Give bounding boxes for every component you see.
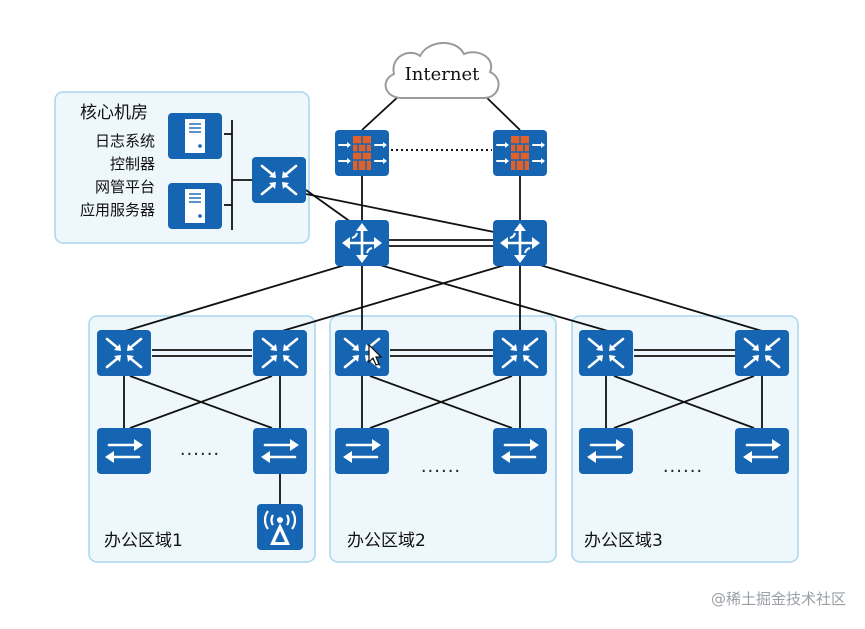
aggregation-switch-icon xyxy=(333,328,391,378)
core-room-line-1: 日志系统 xyxy=(95,132,155,150)
region-label-3: 办公区域3 xyxy=(584,531,663,551)
internet-cloud: Internet xyxy=(384,42,500,99)
office-zone-3 xyxy=(571,315,799,563)
server-icon xyxy=(167,112,223,160)
core-room-line-3: 网管平台 xyxy=(95,178,155,196)
cloud-icon xyxy=(384,42,500,99)
office-zone-1 xyxy=(88,315,316,563)
server-icon xyxy=(167,182,223,230)
aggregation-switch-icon xyxy=(577,328,635,378)
watermark: @稀土掘金技术社区 xyxy=(711,590,846,608)
more-devices-ellipsis: ...... xyxy=(180,439,220,460)
mouse-cursor-icon xyxy=(368,343,383,366)
router-icon xyxy=(333,218,391,268)
core-room-zone xyxy=(54,91,310,244)
core-room-line-2: 控制器 xyxy=(110,155,155,173)
aggregation-switch-icon xyxy=(733,328,791,378)
more-devices-ellipsis: ...... xyxy=(663,456,703,477)
access-switch-icon xyxy=(251,426,309,476)
core-room-switch-icon xyxy=(250,155,308,205)
core-room-line-4: 应用服务器 xyxy=(80,201,155,219)
firewall-icon xyxy=(492,129,548,177)
region-label-1: 办公区域1 xyxy=(104,531,183,551)
access-switch-icon xyxy=(491,426,549,476)
aggregation-switch-icon xyxy=(251,328,309,378)
core-room-title: 核心机房 xyxy=(80,103,148,123)
links xyxy=(123,94,763,505)
aggregation-switch-icon xyxy=(491,328,549,378)
office-zone-2 xyxy=(329,315,557,563)
access-switch-icon xyxy=(95,426,153,476)
more-devices-ellipsis: ...... xyxy=(421,456,461,477)
aggregation-switch-icon xyxy=(95,328,153,378)
wireless-ap-icon xyxy=(255,502,305,552)
region-label-2: 办公区域2 xyxy=(347,531,426,551)
router-icon xyxy=(491,218,549,268)
firewall-icon xyxy=(334,129,390,177)
access-switch-icon xyxy=(577,426,635,476)
access-switch-icon xyxy=(333,426,391,476)
internet-label: Internet xyxy=(405,64,480,85)
access-switch-icon xyxy=(733,426,791,476)
